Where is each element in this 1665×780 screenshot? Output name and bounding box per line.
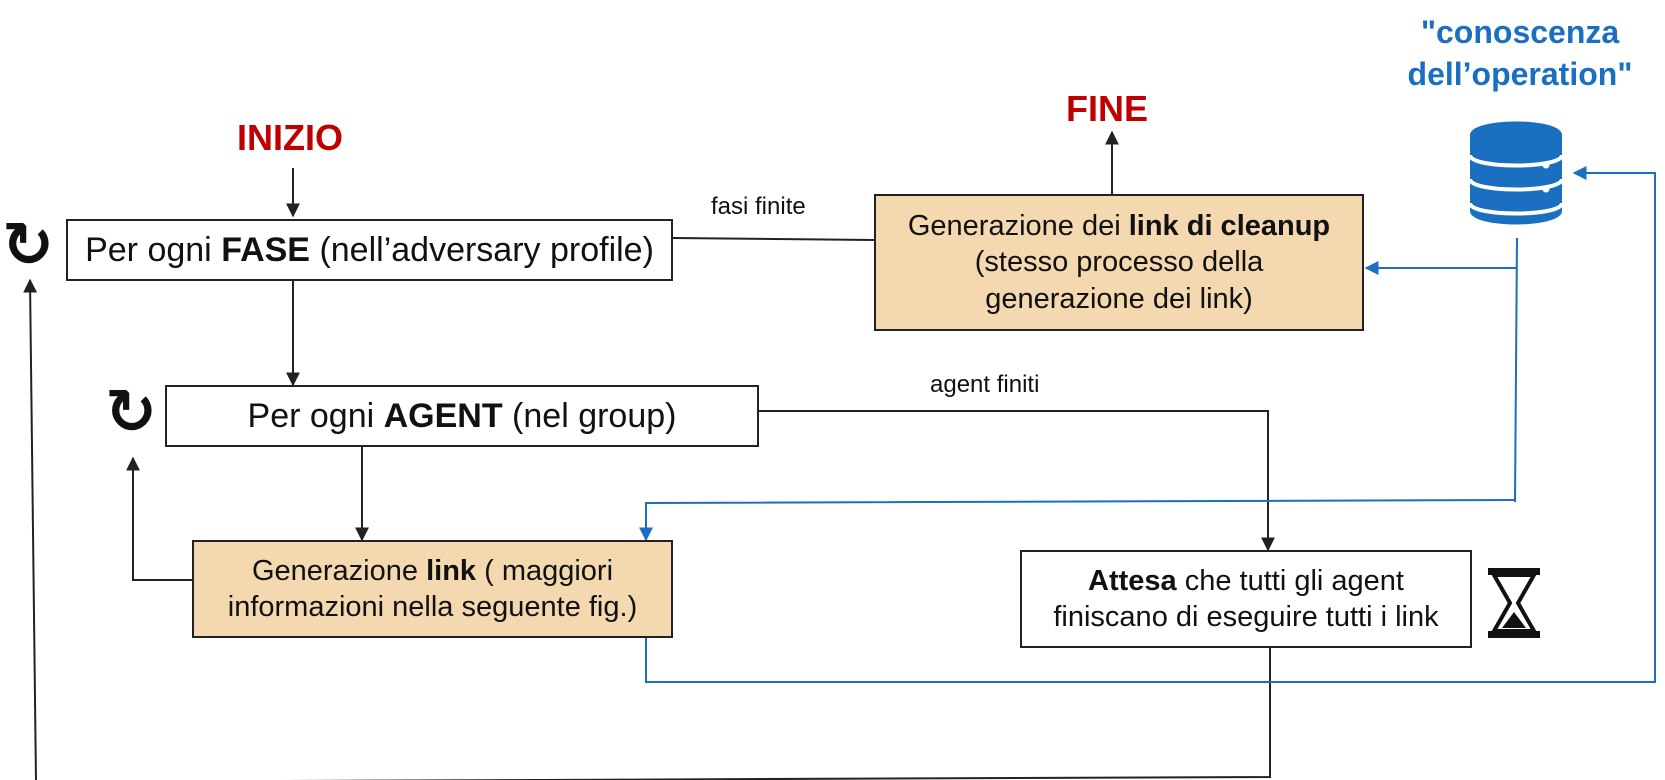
phase-prefix: Per ogni [85,230,222,269]
wait-suffix: che tutti gli agent [1176,564,1404,597]
arrow-wait-to-phase-loop [23,278,1271,780]
link-suffix: ( maggiori [476,554,614,587]
cleanup-link-box[interactable]: Generazione dei link di cleanup (stesso … [874,194,1364,331]
wait-line1: Attesa che tutti gli agent [1088,563,1404,599]
link-prefix: Generazione [251,554,427,587]
kb-vertical [1514,237,1518,503]
cleanup-line3: generazione dei link) [985,282,1253,315]
cleanup-prefix: Generazione dei [907,210,1129,243]
link-generation-box[interactable]: Generazione link ( maggiori informazioni… [192,540,673,638]
database-icon [1468,121,1564,225]
agent-loop-text: Per ogni AGENT (nel group) [248,395,677,438]
phase-suffix: (nell’adversary profile) [310,230,654,269]
hourglass-icon [1488,568,1540,638]
arrow-link-to-agent-loop [126,456,192,581]
link-line1: Generazione link ( maggiori [252,553,613,589]
agent-loop-box[interactable]: Per ogni AGENT (nel group) [165,385,759,447]
agent-suffix: (nel group) [502,396,677,435]
cleanup-line2: (stesso processo della [974,246,1264,279]
edge-agents-done [759,410,1275,552]
wait-line2: finiscano di eseguire tutti i link [1053,601,1439,633]
link-line2: informazioni nella seguente fig.) [227,591,638,623]
agent-loop-refresh-icon: ↻ [105,375,157,448]
start-label: INIZIO [237,117,343,158]
phase-loop-box[interactable]: Per ogni FASE (nell’adversary profile) [66,219,673,281]
end-label: FINE [1066,88,1149,129]
edge-label-phases-done: fasi finite [711,193,806,220]
knowledge-label-line2: dell’operation" [1407,55,1633,92]
cleanup-keyword: link di cleanup [1128,210,1331,243]
link-keyword: link [426,554,477,587]
phase-keyword: FASE [221,230,310,269]
agent-prefix: Per ogni [247,396,384,435]
knowledge-label: "conoscenza dell’operation" [1395,12,1645,95]
wait-keyword: Attesa [1088,564,1177,597]
kb-arrow-feedback [645,166,1656,683]
wait-box[interactable]: Attesa che tutti gli agent finiscano di … [1020,550,1472,648]
cleanup-line1: Generazione dei link di cleanup [908,208,1330,244]
phase-loop-refresh-icon: ↻ [2,208,54,281]
phase-loop-text: Per ogni FASE (nell’adversary profile) [85,229,654,272]
edge-label-agents-done: agent finiti [930,371,1040,398]
knowledge-label-line1: "conoscenza [1420,14,1620,50]
agent-keyword: AGENT [383,396,503,435]
edge-phases-done [672,237,875,241]
kb-arrow-to-link [639,499,1516,542]
